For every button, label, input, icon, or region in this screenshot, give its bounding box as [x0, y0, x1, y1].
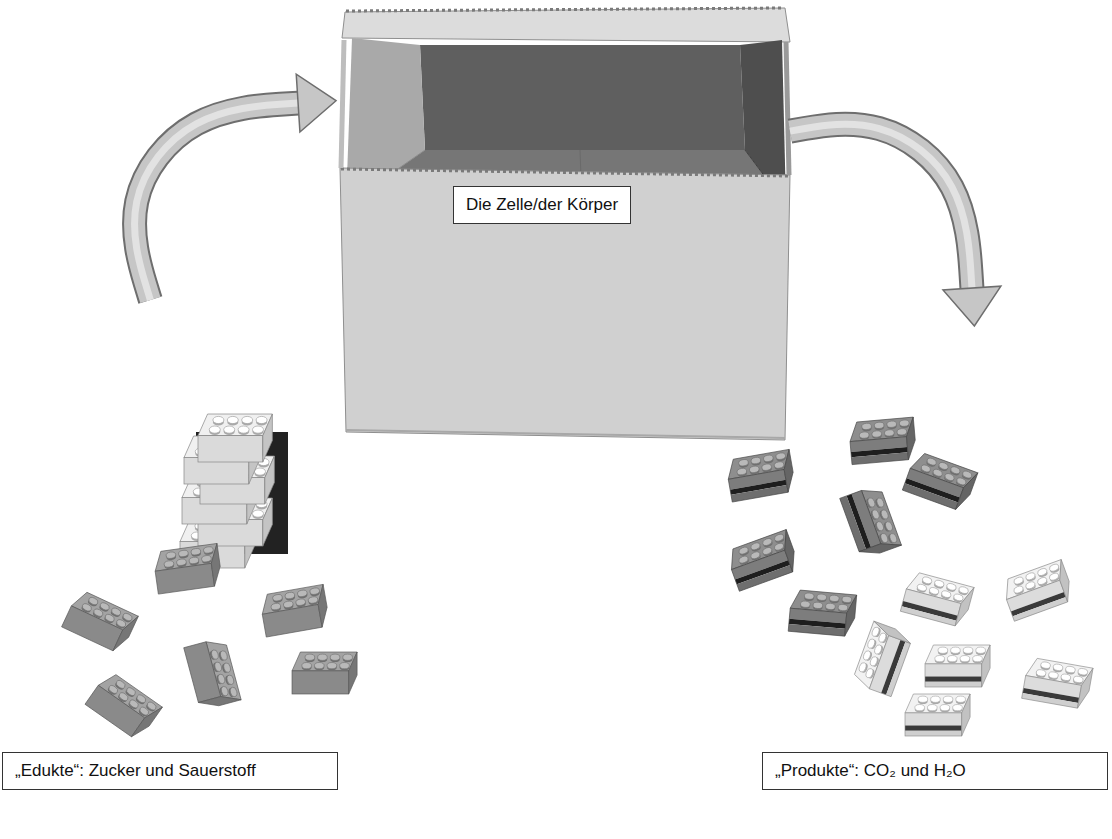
gray-brick: [259, 584, 330, 637]
box-rim: [342, 8, 790, 42]
educt-group: „Edukte“: Zucker und Sauerstoff: [2, 300, 347, 790]
arrow-outline: [790, 124, 972, 288]
label-box: „Edukte“: Zucker und Sauerstoff: [2, 752, 338, 790]
product-bricks: [725, 417, 1093, 736]
inner-back-wall: [420, 45, 745, 150]
label-box: „Produkte“: CO₂ und H₂O: [762, 752, 1108, 790]
arrow-highlight: [790, 124, 972, 288]
white-brick: [1000, 560, 1076, 622]
arrow-head: [296, 74, 336, 132]
white-brick: [925, 645, 990, 687]
arrow-outline: [135, 103, 299, 300]
dark-brick: [902, 451, 978, 513]
product-group: „Produkte“: CO₂ und H₂O: [715, 330, 1108, 790]
arrow-highlight: [135, 103, 299, 300]
dark-brick: [725, 530, 801, 592]
box-right-edge: [786, 42, 789, 175]
corrugated-edge: [346, 8, 784, 11]
node-label: „Edukte“: Zucker und Sauerstoff: [15, 760, 325, 782]
gray-brick: [62, 589, 139, 655]
educt-bricks: [62, 414, 357, 742]
gray-brick: [292, 652, 357, 694]
dark-brick: [725, 449, 796, 502]
gray-brick: [85, 670, 162, 742]
dark-brick: [848, 417, 917, 465]
dark-brick: [788, 589, 857, 637]
white-brick: [198, 414, 272, 462]
white-brick: [1022, 657, 1093, 710]
white-brick: [852, 621, 914, 697]
arrow-body: [790, 124, 972, 288]
process-arrow: [790, 124, 1001, 326]
cell-box: Die Zelle/der Körper: [340, 5, 790, 440]
node-label: „Produkte“: CO₂ und H₂O: [775, 760, 1095, 782]
white-brick: [905, 694, 970, 736]
white-brick: [900, 571, 974, 628]
cardboard-box: [340, 8, 790, 440]
node-label: Die Zelle/der Körper: [466, 194, 618, 216]
box-bottom-edge: [346, 430, 785, 438]
box-left-edge: [341, 40, 344, 168]
dark-brick: [840, 484, 902, 560]
box-front: [340, 168, 790, 440]
process-arrow: [135, 74, 336, 300]
gray-brick: [184, 637, 241, 711]
label-box: Die Zelle/der Körper: [453, 186, 631, 224]
arrow-body: [135, 103, 299, 300]
corrugated-edge: [341, 169, 789, 176]
arrow-head: [943, 286, 1001, 326]
gray-brick: [153, 543, 223, 594]
